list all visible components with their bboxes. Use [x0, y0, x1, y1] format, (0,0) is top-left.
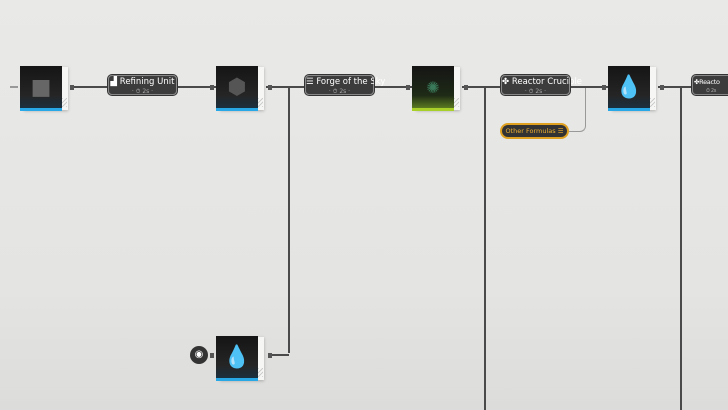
link — [288, 88, 290, 353]
item-card-cube[interactable]: ■ — [20, 66, 68, 111]
process-reactor-crucible[interactable]: ✤ Reactor Crucible· ⏱ 2s · — [500, 74, 583, 96]
other-formulas-button[interactable]: Other Formulas ☰ — [500, 123, 569, 139]
item-card-blue-droplet[interactable]: 💧 — [216, 336, 264, 381]
list-icon: ☰ — [557, 127, 564, 135]
item-card-hexagons[interactable]: ⬢ — [216, 66, 264, 111]
cube-icon: ■ — [30, 74, 52, 100]
crystal-cluster-icon: ✺ — [426, 77, 440, 97]
port — [660, 85, 664, 90]
eye-icon[interactable]: ◉ — [190, 346, 208, 364]
droplet-icon: 💧 — [223, 344, 251, 370]
port — [464, 85, 468, 90]
link — [680, 88, 682, 410]
port — [602, 85, 606, 90]
link — [10, 86, 18, 88]
port — [268, 85, 272, 90]
port — [70, 85, 74, 90]
port — [406, 85, 410, 90]
link — [268, 354, 289, 356]
link — [658, 86, 692, 88]
process-forge-of-the-sky[interactable]: ☰ Forge of the Sky· ⏱ 2s · — [304, 74, 386, 96]
process-reactor-partial[interactable]: ✤Reacto⏱ 2s — [691, 74, 728, 96]
process-icon: ✤ — [694, 78, 700, 86]
process-icon: ☰ — [306, 77, 317, 87]
port — [268, 353, 272, 358]
process-icon: ✤ — [502, 77, 512, 87]
formula-link — [569, 88, 586, 132]
process-icon: ▟ — [110, 77, 120, 87]
port — [210, 353, 214, 358]
port — [210, 85, 214, 90]
hexagon-stones-icon: ⬢ — [227, 74, 247, 100]
item-card-green-droplet[interactable]: 💧 — [608, 66, 656, 111]
droplet-icon: 💧 — [615, 74, 643, 100]
item-card-crystal[interactable]: ✺ — [412, 66, 460, 111]
link — [484, 88, 486, 410]
process-refining-unit[interactable]: ▟ Refining Unit· ⏱ 2s · — [107, 74, 178, 96]
